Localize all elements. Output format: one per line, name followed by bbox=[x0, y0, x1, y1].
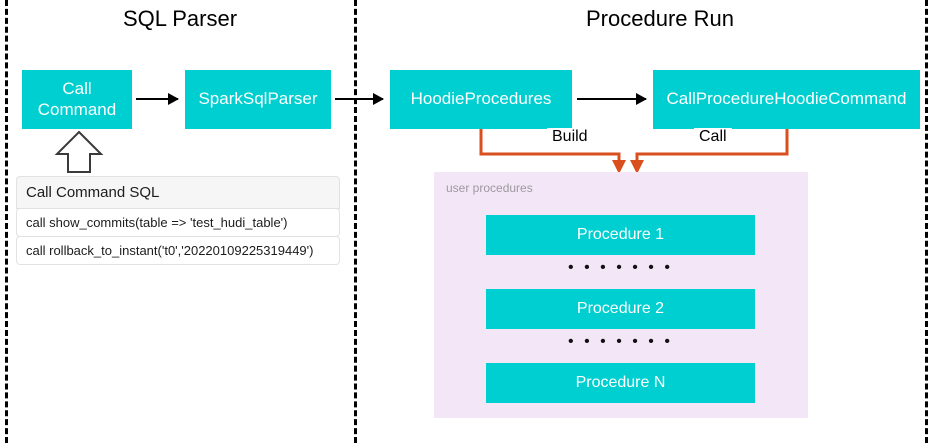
section-divider-left bbox=[5, 0, 8, 443]
section-divider-middle bbox=[354, 0, 357, 443]
arrow-call-command-to-spark-sql-parser bbox=[136, 93, 179, 105]
section-divider-right bbox=[925, 0, 928, 443]
node-call-command[interactable]: Call Command bbox=[22, 70, 132, 129]
node-call-command-line2: Command bbox=[37, 99, 117, 119]
procedure-item-label: Procedure N bbox=[575, 374, 666, 391]
node-hoodie-procedures-label: HoodieProcedures bbox=[410, 89, 552, 109]
arrow-spark-sql-parser-to-hoodie-procedures bbox=[335, 93, 384, 105]
edge-label-call: Call bbox=[694, 128, 732, 146]
section-title-procedure-run: Procedure Run bbox=[586, 6, 734, 31]
node-call-procedure-hoodie-command-label: CallProcedureHoodieCommand bbox=[666, 89, 907, 109]
procedure-item[interactable]: Procedure N bbox=[486, 363, 755, 403]
procedure-item-label: Procedure 2 bbox=[576, 300, 665, 317]
call-command-sql-panel: Call Command SQL call show_commits(table… bbox=[16, 176, 340, 265]
node-spark-sql-parser-label: SparkSqlParser bbox=[198, 89, 318, 109]
procedure-item[interactable]: Procedure 2 bbox=[486, 289, 755, 329]
node-call-command-label: Call Command bbox=[38, 79, 116, 120]
user-procedures-panel: user procedures Procedure 1 • • • • • • … bbox=[434, 172, 808, 418]
section-title-sql-parser: SQL Parser bbox=[122, 6, 238, 31]
procedure-item-label: Procedure 1 bbox=[576, 226, 665, 243]
node-call-command-line1: Call bbox=[62, 78, 92, 98]
hollow-up-arrow-icon bbox=[54, 130, 104, 173]
node-call-procedure-hoodie-command[interactable]: CallProcedureHoodieCommand bbox=[653, 70, 920, 129]
user-procedures-caption: user procedures bbox=[446, 181, 533, 195]
node-spark-sql-parser[interactable]: SparkSqlParser bbox=[185, 70, 331, 129]
sql-statement-row[interactable]: call show_commits(table => 'test_hudi_ta… bbox=[16, 208, 340, 237]
procedure-item[interactable]: Procedure 1 bbox=[486, 215, 755, 255]
edge-label-build: Build bbox=[547, 128, 593, 146]
ellipsis-separator: • • • • • • • bbox=[568, 259, 673, 276]
node-hoodie-procedures[interactable]: HoodieProcedures bbox=[390, 70, 572, 129]
arrow-hoodie-procedures-to-call-procedure-hoodie-command bbox=[577, 93, 647, 105]
sql-statement-row[interactable]: call rollback_to_instant('t0','202201092… bbox=[16, 236, 340, 265]
ellipsis-separator: • • • • • • • bbox=[568, 333, 673, 350]
sql-panel-header: Call Command SQL bbox=[16, 176, 340, 209]
